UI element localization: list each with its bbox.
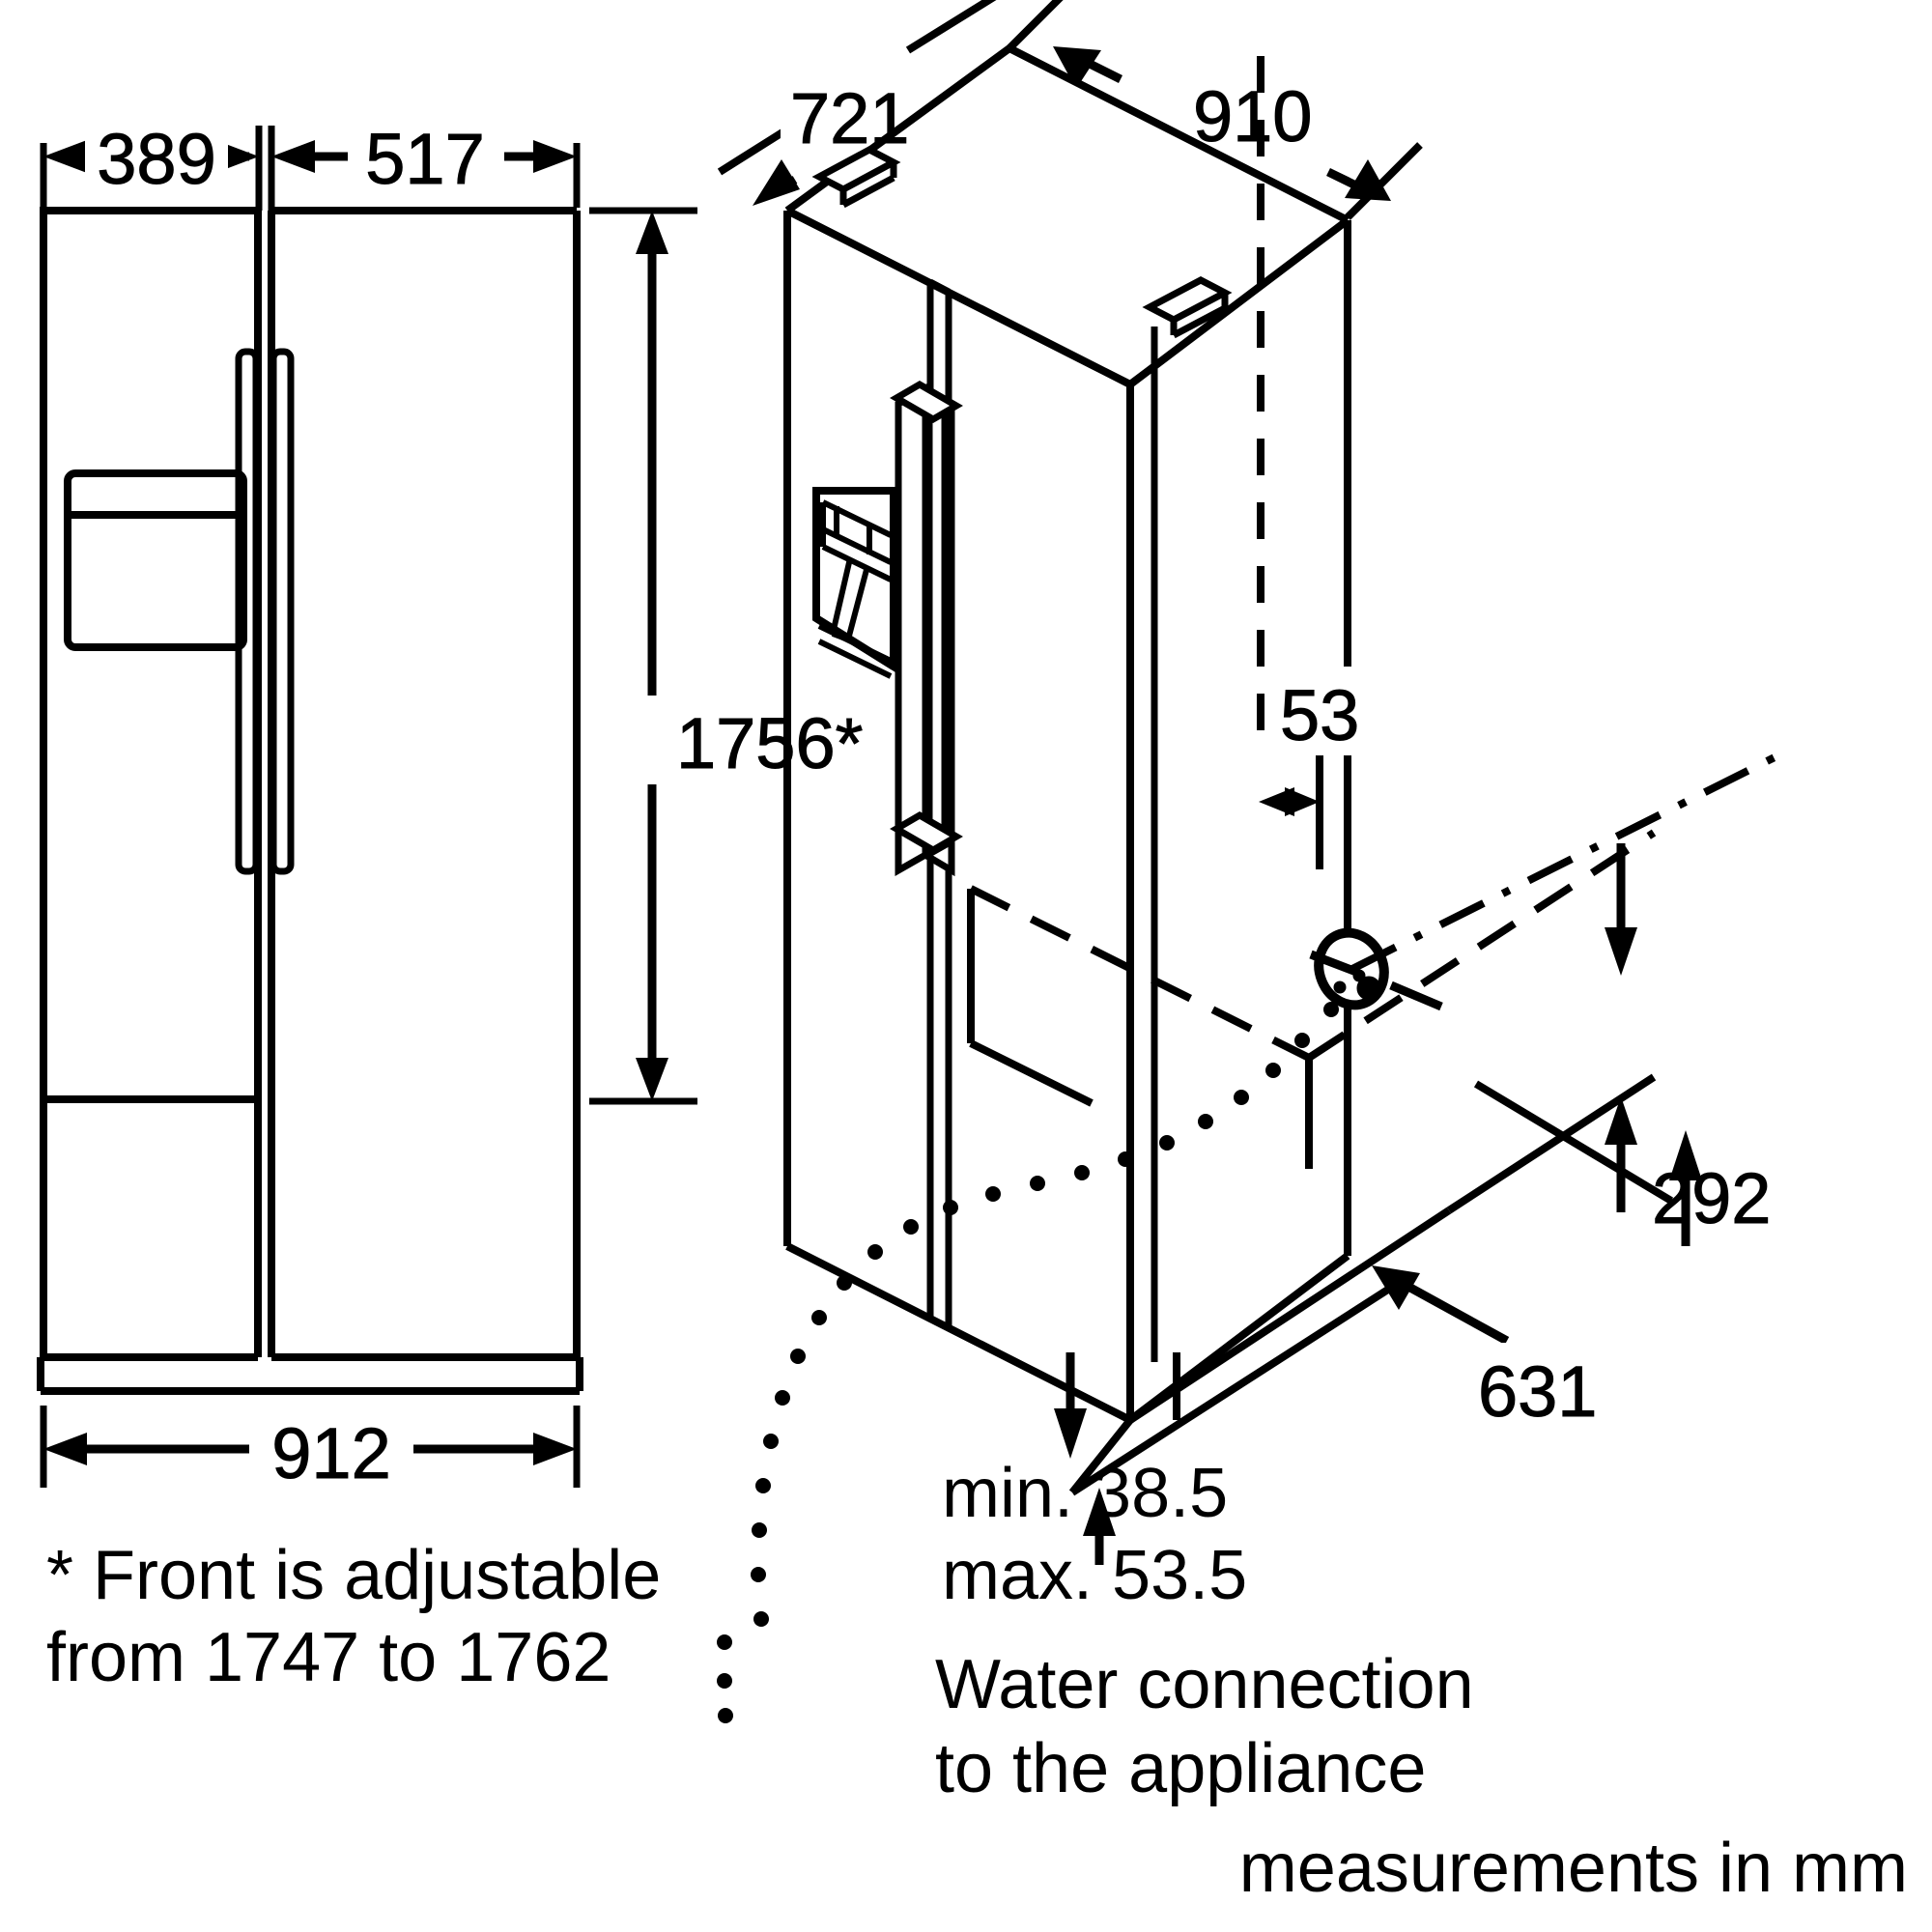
handle-right (270, 348, 295, 875)
dispenser-control-panel (820, 499, 893, 582)
minmax-text-block: min. 38.5 max. 53.5 (942, 1455, 1247, 1614)
dim-631-label: 631 (1478, 1351, 1597, 1432)
dim-389-label: 389 (97, 119, 215, 199)
arrowhead-up (636, 211, 668, 254)
arrowhead-left (43, 140, 87, 173)
right-door-panel (268, 207, 581, 1361)
arrowhead-right (533, 140, 577, 173)
water-connection-text-block: Water connection to the appliance (935, 1646, 1474, 1807)
marker-dot-small-2 (1333, 980, 1347, 994)
arrowhead-631-up (1669, 1130, 1702, 1180)
dispenser-recess (64, 469, 247, 651)
base-plinth (37, 1357, 583, 1395)
arrowhead-910-left (1053, 46, 1101, 89)
left-door-panel (40, 207, 262, 1103)
water-connection-leader (717, 1002, 1339, 1723)
handle-bracket-top (890, 380, 963, 424)
cabinet-front-face (783, 211, 1134, 1424)
dimension-517: 517 (271, 114, 577, 200)
base-solid-lines (967, 889, 1313, 1169)
dim-912-label: 912 (271, 1413, 390, 1493)
dimension-721: 721 (717, 0, 997, 206)
marker-dot-large (1356, 976, 1381, 1001)
dimension-912: 912 (40, 1406, 581, 1494)
handle-bracket-bottom (890, 810, 963, 855)
dimension-292-leaders (1473, 1080, 1674, 1205)
dimension-910: 910 (1007, 0, 1423, 220)
arrowhead-292-up (1605, 1096, 1637, 1145)
dimension-minmax (1054, 1352, 1116, 1565)
back-reference-line (1350, 745, 1794, 973)
arrowhead-631-left (1372, 1265, 1420, 1310)
dimension-292: 292 (1605, 843, 1850, 1239)
units-note: measurements in mm (1239, 1830, 1908, 1907)
footnote-line-1: * Front is adjustable (46, 1537, 661, 1614)
dim-910-label: 910 (1193, 76, 1312, 156)
cabinet-side-face (1127, 220, 1351, 1424)
water-line-2: to the appliance (935, 1730, 1426, 1807)
dimension-53: 53 (1259, 667, 1396, 869)
handle-left (235, 348, 260, 875)
dimension-631: 631 (1372, 1130, 1702, 1433)
door-handles (235, 348, 295, 875)
dispenser-drip-tray (817, 623, 893, 679)
arrowhead-721-lower (753, 159, 800, 206)
left-door-body (40, 211, 262, 1361)
arrowhead-left (271, 140, 315, 173)
arrowhead-minmax-down (1054, 1408, 1087, 1459)
dim-1756-label: 1756* (676, 703, 863, 783)
arrowhead-minmax-up (1083, 1488, 1116, 1536)
arrowhead-down (636, 1058, 668, 1101)
arrowhead-292-down (1605, 927, 1637, 976)
front-view-extension-lines (40, 126, 581, 211)
arrowhead-right (533, 1433, 577, 1465)
dimension-1756: 1756* (589, 207, 864, 1105)
bottom-foot-lines (1068, 1271, 1413, 1496)
dim-53-label: 53 (1280, 675, 1359, 755)
minmax-line-2: max. 53.5 (942, 1537, 1247, 1614)
front-view-group: 389 517 (37, 114, 864, 1494)
base-outline (1127, 1073, 1657, 1424)
arrowhead-53-right (1285, 787, 1320, 816)
footnote-line-2: from 1747 to 1762 (46, 1619, 611, 1696)
units-note-block: measurements in mm (1239, 1830, 1908, 1907)
perspective-view-group: 721 910 (717, 0, 1850, 1565)
arrowhead-left (43, 1433, 87, 1465)
minmax-line-1: min. 38.5 (942, 1455, 1228, 1532)
dim-517-label: 517 (365, 119, 484, 199)
water-line-1: Water connection (935, 1646, 1474, 1723)
marker-dot-small (1352, 969, 1366, 982)
footnote-block: * Front is adjustable from 1747 to 1762 (46, 1537, 661, 1696)
perspective-door-handle (890, 380, 963, 877)
top-hinge-caps (811, 146, 1233, 339)
cabinet-top-face (784, 44, 1350, 388)
dim-721-label: 721 (790, 78, 909, 158)
dimension-389: 389 (43, 114, 259, 200)
arrowhead-910-right (1345, 159, 1391, 201)
